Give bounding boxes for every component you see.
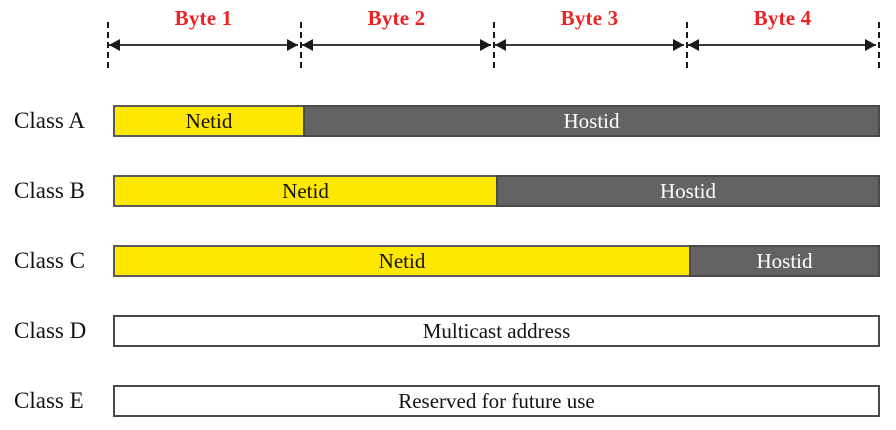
arrow-head-right-icon	[865, 39, 876, 51]
segment-hostid-b: Hostid	[496, 175, 880, 207]
class-label-a: Class A	[14, 108, 85, 133]
byte-span-arrow-3	[495, 39, 684, 51]
byte-label-4: Byte 4	[753, 6, 812, 30]
arrow-line	[302, 44, 491, 46]
arrow-line	[688, 44, 876, 46]
arrow-head-left-icon	[495, 39, 506, 51]
byte-label-1: Byte 1	[174, 6, 233, 30]
byte-ruler: Byte 1 Byte 2 Byte 3 Byte 4	[0, 0, 896, 80]
arrow-head-left-icon	[109, 39, 120, 51]
byte-label-3: Byte 3	[560, 6, 619, 30]
class-row-e: Class E Reserved for future use	[0, 383, 896, 419]
arrow-line	[495, 44, 684, 46]
ruler-tick-3	[686, 22, 688, 68]
byte-span-arrow-2	[302, 39, 491, 51]
segment-netid-b: Netid	[113, 175, 498, 207]
segment-netid-c: Netid	[113, 245, 691, 277]
class-label-c: Class C	[14, 248, 85, 273]
class-label-b: Class B	[14, 178, 85, 203]
byte-span-arrow-1	[109, 39, 298, 51]
byte-label-2: Byte 2	[367, 6, 426, 30]
class-label-e: Class E	[14, 388, 84, 413]
ruler-tick-4	[878, 22, 880, 68]
segment-hostid-a: Hostid	[303, 105, 880, 137]
ruler-tick-1	[300, 22, 302, 68]
arrow-head-left-icon	[688, 39, 699, 51]
class-row-c: Class C Netid Hostid	[0, 243, 896, 279]
segment-reserved: Reserved for future use	[113, 385, 880, 417]
class-row-d: Class D Multicast address	[0, 313, 896, 349]
address-bar-a: Netid Hostid	[113, 105, 880, 137]
segment-multicast-address: Multicast address	[113, 315, 880, 347]
arrow-head-left-icon	[302, 39, 313, 51]
class-label-d: Class D	[14, 318, 87, 343]
address-bar-b: Netid Hostid	[113, 175, 880, 207]
segment-hostid-c: Hostid	[689, 245, 880, 277]
class-row-a: Class A Netid Hostid	[0, 103, 896, 139]
byte-span-arrow-4	[688, 39, 876, 51]
arrow-head-right-icon	[480, 39, 491, 51]
address-bar-e: Reserved for future use	[113, 385, 880, 417]
arrow-head-right-icon	[673, 39, 684, 51]
class-row-b: Class B Netid Hostid	[0, 173, 896, 209]
segment-netid-a: Netid	[113, 105, 305, 137]
address-bar-d: Multicast address	[113, 315, 880, 347]
arrow-head-right-icon	[287, 39, 298, 51]
arrow-line	[109, 44, 298, 46]
address-bar-c: Netid Hostid	[113, 245, 880, 277]
ruler-tick-2	[493, 22, 495, 68]
ruler-tick-0	[107, 22, 109, 68]
